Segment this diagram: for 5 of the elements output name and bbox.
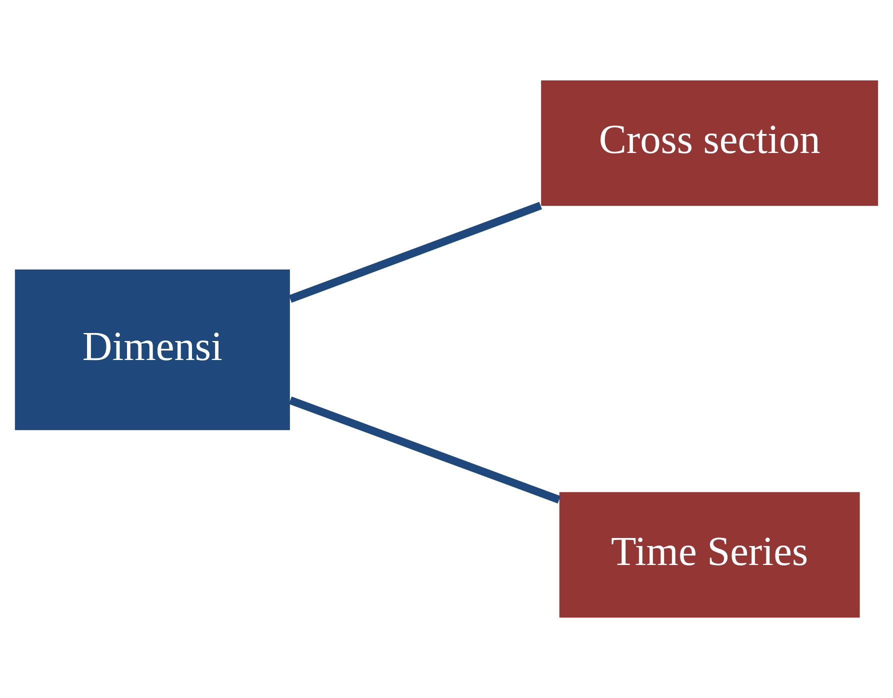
node-box: Dimensi — [14, 270, 290, 430]
node-box: Cross section — [541, 80, 878, 206]
connector — [288, 396, 561, 504]
node-box: Time Series — [559, 492, 860, 618]
connector — [288, 202, 542, 303]
